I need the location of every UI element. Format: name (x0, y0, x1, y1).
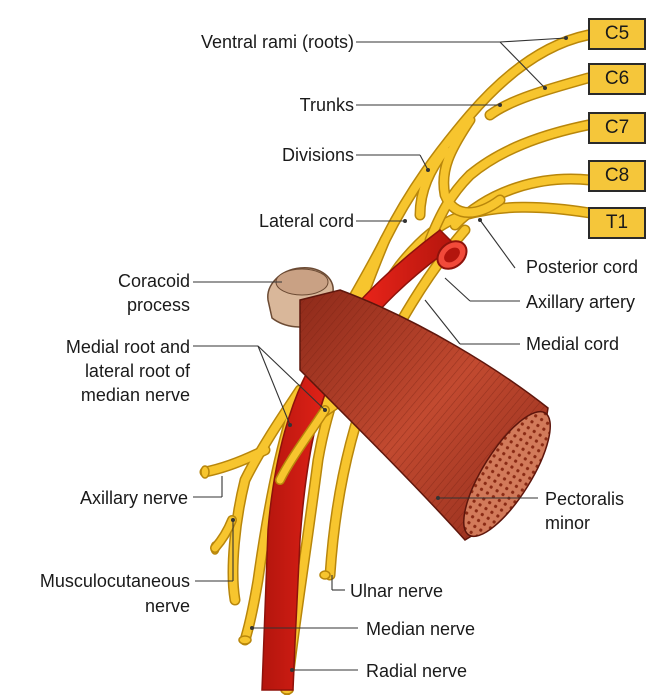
label-ulnar-nerve: Ulnar nerve (350, 580, 443, 602)
root-c7: C7 (588, 112, 646, 144)
label-divisions: Divisions (282, 144, 354, 166)
label-median-nerve: Median nerve (366, 618, 475, 640)
label-medial-root-1: Medial root and (66, 336, 190, 358)
label-musculocutaneous-1: Musculocutaneous (40, 570, 190, 592)
root-c5: C5 (588, 18, 646, 50)
label-medial-root-2: lateral root of (85, 360, 190, 382)
label-ventral-rami: Ventral rami (roots) (201, 31, 354, 53)
label-pectoralis-1: Pectoralis (545, 488, 624, 510)
label-coracoid: Coracoid (118, 270, 190, 292)
label-medial-root-3: median nerve (81, 384, 190, 406)
label-process: process (127, 294, 190, 316)
root-c6: C6 (588, 63, 646, 95)
root-c8: C8 (588, 160, 646, 192)
label-lateral-cord: Lateral cord (259, 210, 354, 232)
label-radial-nerve: Radial nerve (366, 660, 467, 682)
label-pectoralis-2: minor (545, 512, 590, 534)
root-t1: T1 (588, 207, 646, 239)
label-trunks: Trunks (300, 94, 354, 116)
label-axillary-nerve: Axillary nerve (80, 487, 188, 509)
label-musculocutaneous-2: nerve (145, 595, 190, 617)
label-medial-cord: Medial cord (526, 333, 619, 355)
label-axillary-artery: Axillary artery (526, 291, 635, 313)
label-posterior-cord: Posterior cord (526, 256, 638, 278)
